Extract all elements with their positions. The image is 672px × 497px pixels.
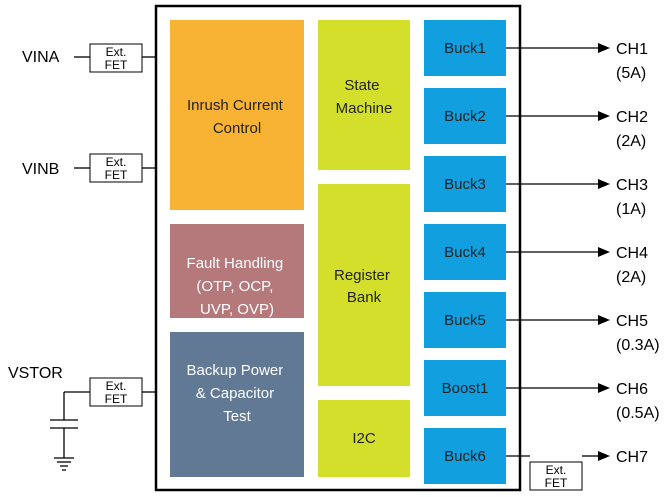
svg-text:Register Bank: Register Bank xyxy=(334,267,394,306)
fault-line-1: Fault Handling xyxy=(187,255,284,272)
arrow-right-icon xyxy=(598,247,610,257)
backup-line-2: & Capacitor xyxy=(196,385,274,402)
storage-capacitor-symbol xyxy=(50,392,78,458)
svg-text:Ext.FET: Ext.FET xyxy=(105,45,128,72)
channel-current-label: (0.3A) xyxy=(616,337,660,354)
svg-text:Ext.FET: Ext.FET xyxy=(105,379,128,406)
backup-line-1: Backup Power xyxy=(187,362,284,379)
state-machine-line-1: State xyxy=(344,77,379,94)
vstor-ext-fet: Ext.FET xyxy=(89,377,143,407)
arrow-right-icon xyxy=(598,451,610,461)
state-machine-line-2: Machine xyxy=(336,100,393,117)
inrush-line-1: Inrush Current xyxy=(187,97,284,114)
fault-handling-block xyxy=(170,224,304,318)
vinb-ext-fet: Ext.FET xyxy=(89,153,143,183)
regulator-column: Buck1 CH1 (5A) Buck2 CH2 (2A) Buck3 CH3 (1A) Buck… xyxy=(424,20,660,484)
state-machine-block xyxy=(318,20,410,170)
chip-outline xyxy=(154,4,522,492)
fault-line-3: UVP, OVP) xyxy=(200,301,274,318)
regulator-buck6 xyxy=(424,428,506,484)
regulator-buck2 xyxy=(424,88,506,144)
register-bank-line-1: Register xyxy=(334,267,390,284)
svg-text:Ext.FET: Ext.FET xyxy=(105,155,128,182)
channel-label: CH3 xyxy=(616,177,648,194)
vstor-label: VSTOR xyxy=(8,365,63,382)
channel-current-label: (5A) xyxy=(616,65,646,82)
svg-text:State Machine: State Machine xyxy=(336,77,393,117)
inrush-line-2: Control xyxy=(213,120,261,137)
svg-text:Inrush Current Control: Inrush Current Control xyxy=(187,97,287,137)
register-bank-line-2: Bank xyxy=(347,289,382,306)
arrow-right-icon xyxy=(598,43,610,53)
i2c-label: I2C xyxy=(352,430,376,447)
vina-label: VINA xyxy=(22,49,60,66)
svg-text:Fault Handling (OTP, OCP,: Fault Handling (OTP, OCP, UVP, OVP) xyxy=(187,255,288,318)
regulator-label: Buck2 xyxy=(444,108,486,125)
regulator-buck4 xyxy=(424,224,506,280)
channel-label: CH5 xyxy=(616,313,648,330)
channel-label: CH6 xyxy=(616,381,648,398)
regulator-buck1 xyxy=(424,20,506,76)
svg-text:Ext.FET: Ext.FET xyxy=(545,463,568,490)
channel-current-label: (1A) xyxy=(616,201,646,218)
regulator-label: Buck1 xyxy=(444,40,486,57)
channel-label: CH2 xyxy=(616,109,648,126)
regulator-label: Buck3 xyxy=(444,176,486,193)
arrow-right-icon xyxy=(598,111,610,121)
regulator-label: Boost1 xyxy=(442,380,489,397)
channel-current-label: (2A) xyxy=(616,133,646,150)
regulator-label: Buck5 xyxy=(444,312,486,329)
channel-label: CH1 xyxy=(616,41,648,58)
backup-line-3: Test xyxy=(223,408,251,425)
ch7-ext-fet: Ext.FET xyxy=(529,461,583,491)
channel-current-label: (0.5A) xyxy=(616,405,660,422)
svg-text:Backup Power & Capacitor: Backup Power & Capacitor Test xyxy=(187,362,288,425)
i2c-block xyxy=(318,400,410,477)
regulator-label: Buck4 xyxy=(444,244,486,261)
regulator-buck5 xyxy=(424,292,506,348)
arrow-right-icon xyxy=(598,179,610,189)
arrow-right-icon xyxy=(598,315,610,325)
channel-label: CH4 xyxy=(616,245,648,262)
vinb-label: VINB xyxy=(22,161,59,178)
backup-power-block xyxy=(170,332,304,477)
channel-label: CH7 xyxy=(616,449,648,466)
regulator-boost1 xyxy=(424,360,506,416)
regulator-buck3 xyxy=(424,156,506,212)
vina-ext-fet: Ext.FET xyxy=(89,43,143,73)
register-bank-block xyxy=(318,184,410,386)
arrow-right-icon xyxy=(598,383,610,393)
fault-line-2: (OTP, OCP, xyxy=(196,278,273,295)
inrush-current-control-block xyxy=(170,20,304,210)
regulator-label: Buck6 xyxy=(444,448,486,465)
ground-icon xyxy=(54,457,74,471)
channel-current-label: (2A) xyxy=(616,269,646,286)
